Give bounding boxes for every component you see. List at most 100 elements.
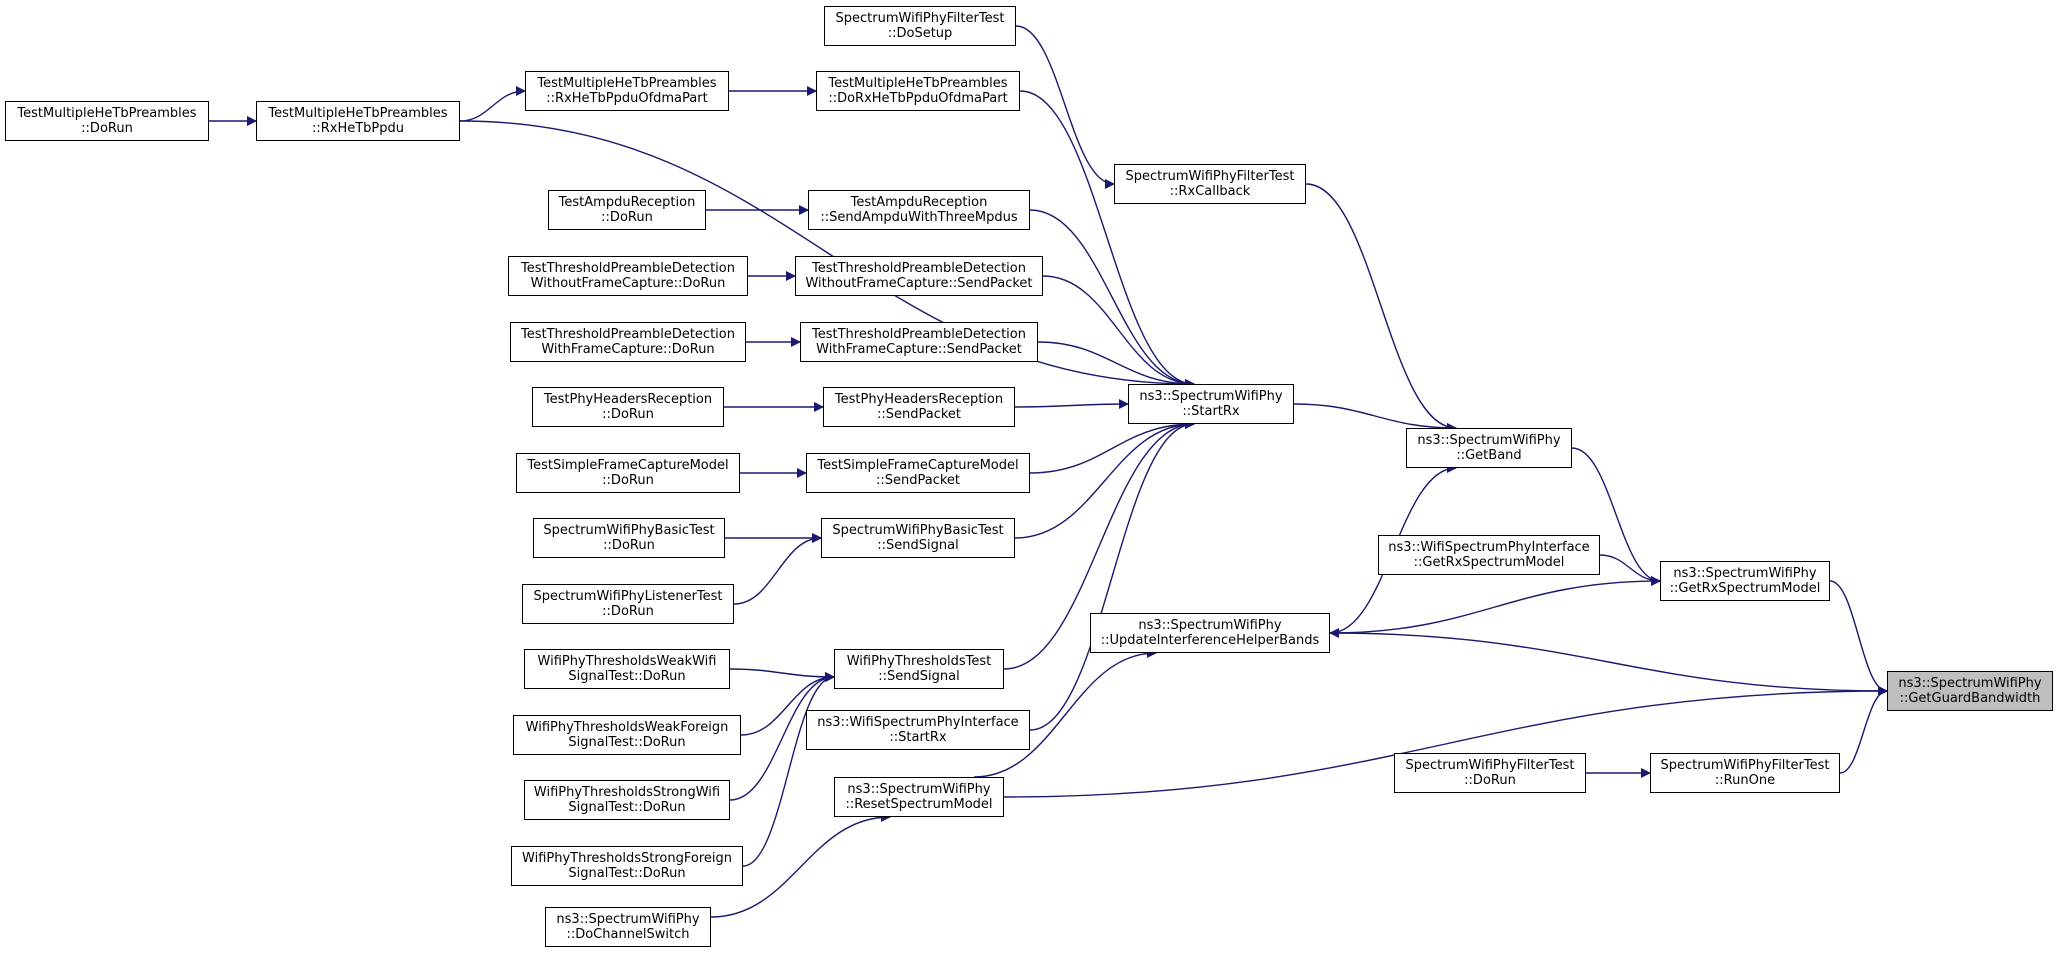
node-label-line: ns3::SpectrumWifiPhy bbox=[847, 782, 991, 797]
edge-weakForeign-to-thrSend bbox=[740, 672, 835, 736]
node-label-line: ::GetGuardBandwidth bbox=[1899, 691, 2041, 706]
node-label-line: ::DoRun bbox=[601, 210, 653, 225]
node-label-line: WithoutFrameCapture::SendPacket bbox=[805, 276, 1033, 291]
node-label-line: WifiPhyThresholdsWeakWifi bbox=[537, 654, 717, 669]
node-label-line: ns3::SpectrumWifiPhy bbox=[1138, 618, 1282, 633]
node-updateInterference[interactable]: ns3::SpectrumWifiPhy::UpdateInterference… bbox=[1090, 613, 1330, 653]
edge-doSetup-to-rxCallback bbox=[1015, 25, 1115, 189]
node-label-line: ::DoRun bbox=[602, 473, 654, 488]
node-label-line: TestSimpleFrameCaptureModel bbox=[527, 458, 729, 473]
node-label-line: ns3::SpectrumWifiPhy bbox=[1139, 389, 1283, 404]
node-label-line: ::RxHeTbPpdu bbox=[311, 121, 405, 136]
node-getRxSpectrumModel[interactable]: ns3::SpectrumWifiPhy::GetRxSpectrumModel bbox=[1660, 561, 1830, 601]
node-label-line: ns3::WifiSpectrumPhyInterface bbox=[817, 715, 1019, 730]
node-label-line: SpectrumWifiPhyBasicTest bbox=[543, 523, 715, 538]
node-filterDoRun[interactable]: SpectrumWifiPhyFilterTest::DoRun bbox=[1394, 753, 1586, 793]
node-ampduSend[interactable]: TestAmpduReception::SendAmpduWithThreeMp… bbox=[808, 190, 1030, 230]
node-label-line: SpectrumWifiPhyListenerTest bbox=[533, 589, 723, 604]
node-label-line: SignalTest::DoRun bbox=[568, 735, 686, 750]
node-ampduDoRun[interactable]: TestAmpduReception::DoRun bbox=[548, 190, 706, 230]
node-label-line: TestThresholdPreambleDetection bbox=[812, 261, 1026, 276]
node-basicDoRun[interactable]: SpectrumWifiPhyBasicTest::DoRun bbox=[533, 518, 725, 558]
node-label-line: ::DoRun bbox=[602, 407, 654, 422]
edge-rxCallback-to-getBand bbox=[1305, 183, 1457, 433]
node-phyHdrSend[interactable]: TestPhyHeadersReception::SendPacket bbox=[823, 387, 1015, 427]
node-label-line: SignalTest::DoRun bbox=[568, 669, 686, 684]
edge-ampduSend-to-startRx bbox=[1029, 209, 1195, 389]
edge-startRx-to-getBand bbox=[1293, 403, 1457, 433]
node-label-line: TestMultipleHeTbPreambles bbox=[828, 76, 1008, 91]
node-label-line: ::SendPacket bbox=[875, 473, 961, 488]
node-ifaceGetRx[interactable]: ns3::WifiSpectrumPhyInterface::GetRxSpec… bbox=[1378, 535, 1600, 575]
edge-doChannelSwitch-to-resetSpectrumModel bbox=[710, 812, 891, 918]
node-label-line: TestThresholdPreambleDetection bbox=[521, 261, 735, 276]
edge-resetSpectrumModel-to-focus bbox=[1003, 686, 1888, 798]
node-thrSend[interactable]: WifiPhyThresholdsTest::SendSignal bbox=[834, 649, 1004, 689]
edge-strongForeign-to-thrSend bbox=[742, 672, 835, 867]
edge-ifaceStartRx-to-startRx bbox=[1029, 419, 1195, 731]
node-sfcmSend[interactable]: TestSimpleFrameCaptureModel::SendPacket bbox=[806, 453, 1030, 493]
edge-tpdWithoutSend-to-startRx bbox=[1042, 275, 1195, 389]
node-label-line: ::RunOne bbox=[1714, 773, 1776, 788]
node-startRx[interactable]: ns3::SpectrumWifiPhy::StartRx bbox=[1128, 384, 1294, 424]
node-label-line: WifiPhyThresholdsTest bbox=[846, 654, 992, 669]
edge-updateInterference-to-focus bbox=[1329, 632, 1888, 696]
node-doRxHeTb[interactable]: TestMultipleHeTbPreambles::DoRxHeTbPpduO… bbox=[816, 71, 1020, 111]
node-rxHeTbOfdma[interactable]: TestMultipleHeTbPreambles::RxHeTbPpduOfd… bbox=[525, 71, 729, 111]
node-rxCallback[interactable]: SpectrumWifiPhyFilterTest::RxCallback bbox=[1114, 164, 1306, 204]
node-label-line: ::SendSignal bbox=[878, 669, 960, 684]
node-getBand[interactable]: ns3::SpectrumWifiPhy::GetBand bbox=[1406, 428, 1572, 468]
node-label-line: WifiPhyThresholdsStrongForeign bbox=[522, 851, 732, 866]
node-basicSend[interactable]: SpectrumWifiPhyBasicTest::SendSignal bbox=[821, 518, 1015, 558]
node-label-line: TestAmpduReception bbox=[558, 195, 696, 210]
node-doSetup[interactable]: SpectrumWifiPhyFilterTest::DoSetup bbox=[824, 6, 1016, 46]
node-label-line: ::DoRun bbox=[1464, 773, 1516, 788]
edge-tpdWithSend-to-startRx bbox=[1037, 341, 1195, 389]
node-label-line: SpectrumWifiPhyFilterTest bbox=[1660, 758, 1830, 773]
node-label-line: TestMultipleHeTbPreambles bbox=[268, 106, 448, 121]
edge-getRxSpectrumModel-to-updateInterference bbox=[1329, 580, 1661, 638]
node-label-line: ::StartRx bbox=[889, 730, 947, 745]
node-label-line: WifiPhyThresholdsStrongWifi bbox=[533, 785, 721, 800]
node-label-line: SpectrumWifiPhyBasicTest bbox=[832, 523, 1004, 538]
node-label-line: ::GetRxSpectrumModel bbox=[1669, 581, 1821, 596]
edge-doRxHeTb-to-startRx bbox=[1019, 90, 1195, 389]
node-label-line: ::RxHeTbPpduOfdmaPart bbox=[546, 91, 708, 106]
node-label-line: ::DoRun bbox=[603, 538, 655, 553]
node-label-line: TestSimpleFrameCaptureModel bbox=[817, 458, 1019, 473]
node-label-line: TestMultipleHeTbPreambles bbox=[537, 76, 717, 91]
node-rxHeTbPpdu[interactable]: TestMultipleHeTbPreambles::RxHeTbPpdu bbox=[256, 101, 460, 141]
node-phyHdrDoRun[interactable]: TestPhyHeadersReception::DoRun bbox=[532, 387, 724, 427]
edge-weakWifi-to-thrSend bbox=[729, 668, 835, 682]
node-label-line: TestAmpduReception bbox=[850, 195, 988, 210]
edge-rxHeTbPpdu-to-startRx bbox=[459, 120, 1195, 389]
node-doChannelSwitch[interactable]: ns3::SpectrumWifiPhy::DoChannelSwitch bbox=[545, 907, 711, 947]
edge-thrSend-to-startRx bbox=[1003, 419, 1195, 670]
node-label-line: WithFrameCapture::SendPacket bbox=[816, 342, 1022, 357]
edge-rxHeTbPpdu-to-rxHeTbOfdma bbox=[459, 86, 526, 122]
edge-basicSend-to-startRx bbox=[1014, 419, 1195, 539]
node-label-line: SpectrumWifiPhyFilterTest bbox=[1125, 169, 1295, 184]
node-label-line: SpectrumWifiPhyFilterTest bbox=[1405, 758, 1575, 773]
edge-resetSpectrumModel-to-updateInterference bbox=[973, 648, 1157, 778]
node-resetSpectrumModel[interactable]: ns3::SpectrumWifiPhy::ResetSpectrumModel bbox=[834, 777, 1004, 817]
node-label-line: TestPhyHeadersReception bbox=[834, 392, 1004, 407]
node-label-line: ::DoSetup bbox=[887, 26, 953, 41]
node-label-line: ::DoRxHeTbPpduOfdmaPart bbox=[828, 91, 1008, 106]
node-sfcmDoRun[interactable]: TestSimpleFrameCaptureModel::DoRun bbox=[516, 453, 740, 493]
node-label-line: WithFrameCapture::DoRun bbox=[541, 342, 715, 357]
edge-getBand-to-getRxSpectrumModel bbox=[1571, 447, 1661, 586]
node-runOne[interactable]: SpectrumWifiPhyFilterTest::RunOne bbox=[1650, 753, 1840, 793]
node-heTbDoRun[interactable]: TestMultipleHeTbPreambles::DoRun bbox=[5, 101, 209, 141]
node-listenerDoRun[interactable]: SpectrumWifiPhyListenerTest::DoRun bbox=[522, 584, 734, 624]
node-ifaceStartRx[interactable]: ns3::WifiSpectrumPhyInterface::StartRx bbox=[806, 710, 1030, 750]
node-label-line: TestThresholdPreambleDetection bbox=[812, 327, 1026, 342]
